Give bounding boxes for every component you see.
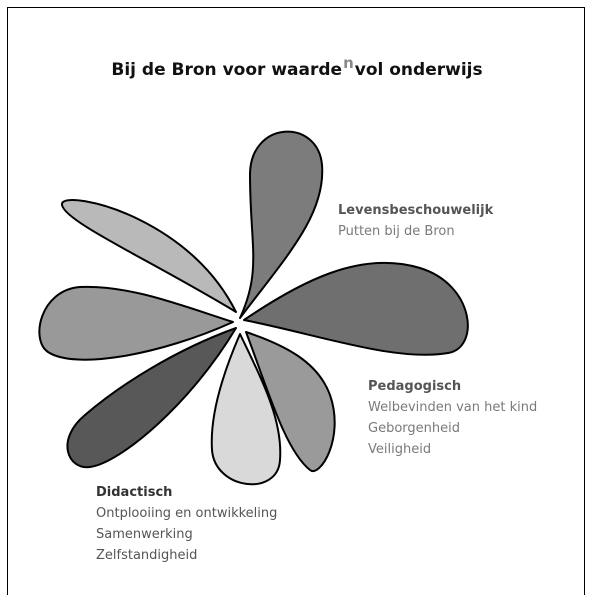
label-levensbeschouwelijk: Levensbeschouwelijk Putten bij de Bron (338, 200, 493, 242)
heading-didactisch: Didactisch (96, 482, 277, 503)
line-zelfstandigheid: Zelfstandigheid (96, 545, 277, 566)
heading-pedagogisch: Pedagogisch (368, 376, 537, 397)
petal-right (244, 263, 468, 355)
label-pedagogisch: Pedagogisch Welbevinden van het kind Geb… (368, 376, 537, 460)
line-putten-bij-de-bron: Putten bij de Bron (338, 221, 493, 242)
heading-levensbeschouwelijk: Levensbeschouwelijk (338, 200, 493, 221)
line-welbevinden: Welbevinden van het kind (368, 397, 537, 418)
line-geborgenheid: Geborgenheid (368, 418, 537, 439)
line-ontplooiing: Ontplooiing en ontwikkeling (96, 503, 277, 524)
line-samenwerking: Samenwerking (96, 524, 277, 545)
label-didactisch: Didactisch Ontplooiing en ontwikkeling S… (96, 482, 277, 566)
line-veiligheid: Veiligheid (368, 439, 537, 460)
